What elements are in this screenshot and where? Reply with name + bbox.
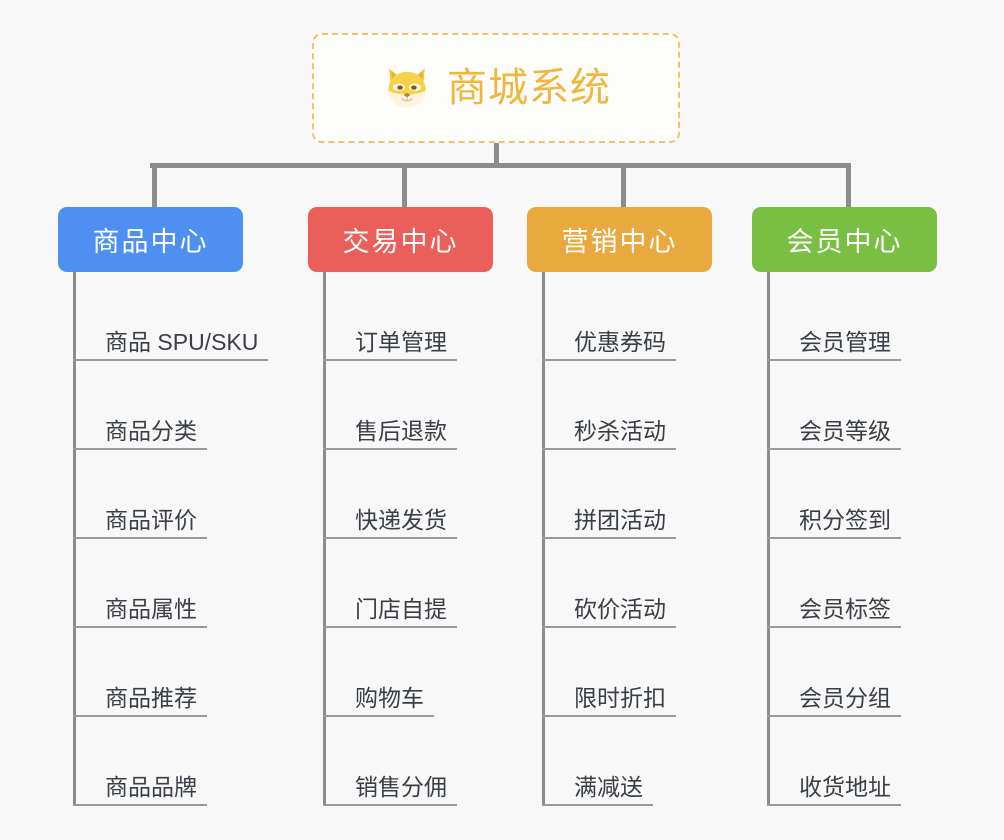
branch-label: 会员中心 (786, 227, 903, 257)
branch-trunk-connector (323, 272, 326, 806)
leaf-item[interactable]: 积分签到 (767, 450, 1004, 539)
leaf-label: 门店自提 (323, 596, 457, 628)
branch-drop-connector (846, 163, 851, 208)
leaf-label: 积分签到 (767, 507, 901, 539)
branch-trunk-connector (73, 272, 76, 806)
leaf-label: 会员标签 (767, 596, 901, 628)
leaf-item[interactable]: 砍价活动 (542, 539, 802, 628)
leaf-item[interactable]: 限时折扣 (542, 628, 802, 717)
leaf-label: 商品推荐 (73, 685, 207, 717)
leaf-label: 收货地址 (767, 774, 901, 806)
leaf-label: 购物车 (323, 685, 434, 717)
root-node[interactable]: 商城系统 (312, 33, 680, 143)
leaf-item[interactable]: 优惠券码 (542, 272, 802, 361)
branch-trunk-connector (767, 272, 770, 806)
leaf-list: 会员管理 会员等级 积分签到 会员标签 会员分组 收货地址 (767, 272, 1004, 806)
leaf-item[interactable]: 商品推荐 (73, 628, 333, 717)
leaf-item[interactable]: 门店自提 (323, 539, 583, 628)
leaf-item[interactable]: 销售分佣 (323, 717, 583, 806)
leaf-label: 会员管理 (767, 329, 901, 361)
leaf-label: 优惠券码 (542, 329, 676, 361)
branch-drop-connector (152, 163, 157, 208)
root-title: 商城系统 (447, 66, 611, 110)
branch-trunk-connector (542, 272, 545, 806)
leaf-item[interactable]: 会员管理 (767, 272, 1004, 361)
leaf-item[interactable]: 售后退款 (323, 361, 583, 450)
branch-header-商品中心[interactable]: 商品中心 (58, 207, 243, 272)
leaf-label: 商品属性 (73, 596, 207, 628)
leaf-item[interactable]: 满减送 (542, 717, 802, 806)
leaf-item[interactable]: 商品 SPU/SKU (73, 272, 333, 361)
leaf-item[interactable]: 拼团活动 (542, 450, 802, 539)
leaf-item[interactable]: 商品分类 (73, 361, 333, 450)
leaf-label: 商品 SPU/SKU (73, 329, 269, 361)
branch-label: 营销中心 (561, 227, 678, 257)
leaf-item[interactable]: 商品品牌 (73, 717, 333, 806)
leaf-item[interactable]: 会员标签 (767, 539, 1004, 628)
leaf-item[interactable]: 购物车 (323, 628, 583, 717)
leaf-item[interactable]: 会员等级 (767, 361, 1004, 450)
leaf-label: 会员分组 (767, 685, 901, 717)
branch-bus-connector (150, 163, 850, 168)
leaf-label: 快递发货 (323, 507, 457, 539)
shiba-dog-face-icon (388, 68, 426, 110)
leaf-label: 会员等级 (767, 418, 901, 450)
leaf-label: 商品评价 (73, 507, 207, 539)
leaf-label: 限时折扣 (542, 685, 676, 717)
leaf-list: 商品 SPU/SKU 商品分类 商品评价 商品属性 商品推荐 商品品牌 (73, 272, 333, 806)
leaf-item[interactable]: 订单管理 (323, 272, 583, 361)
leaf-label: 售后退款 (323, 418, 457, 450)
branch-label: 商品中心 (92, 227, 209, 257)
leaf-label: 销售分佣 (323, 774, 457, 806)
leaf-label: 砍价活动 (542, 596, 676, 628)
leaf-list: 优惠券码 秒杀活动 拼团活动 砍价活动 限时折扣 满减送 (542, 272, 802, 806)
leaf-item[interactable]: 秒杀活动 (542, 361, 802, 450)
leaf-item[interactable]: 商品评价 (73, 450, 333, 539)
branch-header-交易中心[interactable]: 交易中心 (308, 207, 493, 272)
leaf-label: 商品分类 (73, 418, 207, 450)
branch-drop-connector (621, 163, 626, 208)
leaf-item[interactable]: 收货地址 (767, 717, 1004, 806)
branch-header-营销中心[interactable]: 营销中心 (527, 207, 712, 272)
root-stem-connector (494, 143, 499, 166)
leaf-label: 订单管理 (323, 329, 457, 361)
leaf-item[interactable]: 商品属性 (73, 539, 333, 628)
leaf-list: 订单管理 售后退款 快递发货 门店自提 购物车 销售分佣 (323, 272, 583, 806)
leaf-label: 商品品牌 (73, 774, 207, 806)
leaf-item[interactable]: 快递发货 (323, 450, 583, 539)
branch-label: 交易中心 (342, 227, 459, 257)
leaf-label: 满减送 (542, 774, 653, 806)
leaf-label: 拼团活动 (542, 507, 676, 539)
branch-drop-connector (402, 163, 407, 208)
leaf-item[interactable]: 会员分组 (767, 628, 1004, 717)
branch-header-会员中心[interactable]: 会员中心 (752, 207, 937, 272)
leaf-label: 秒杀活动 (542, 418, 676, 450)
